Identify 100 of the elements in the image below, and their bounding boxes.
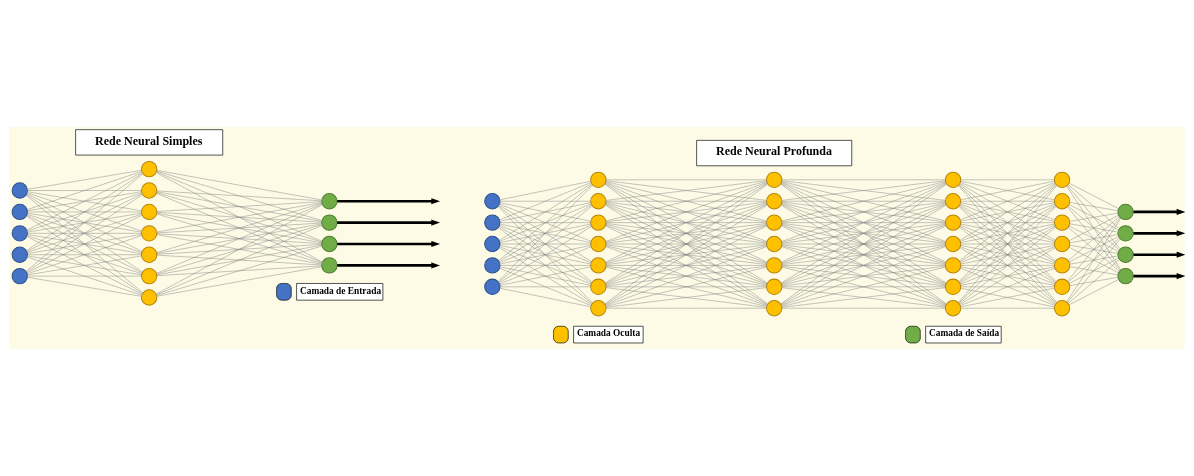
connector [26,235,142,275]
connector [1067,238,1121,303]
node-circle [1117,203,1134,221]
node-box: Rede Neural Simples [75,129,224,156]
node-circle [944,300,962,317]
connector [605,224,768,285]
node-circle [944,257,962,274]
connector [605,307,767,309]
connector [25,194,144,294]
connector [1069,266,1119,276]
arrow [1133,230,1186,237]
node-circle [590,214,607,231]
connector [1068,225,1119,252]
legend-label: Camada de Saída [929,328,1000,339]
connector [1068,227,1120,272]
connector [605,204,768,305]
connector [26,256,142,296]
connector [156,266,322,297]
connector [498,205,593,283]
connector [780,204,947,305]
connector [156,171,323,242]
connector [781,203,946,264]
connector [156,203,323,253]
connector [959,226,1056,284]
connector [960,286,1055,288]
connector [781,201,946,222]
arrow [337,240,440,248]
connector [499,183,592,241]
node-circle [944,171,962,188]
node-circle [590,278,607,295]
connector [1069,234,1119,244]
connector [27,277,142,297]
node-circle [321,235,338,253]
connector [604,183,768,305]
node-circle [11,203,28,221]
connector [781,204,947,284]
connector [960,265,1055,266]
connector [26,171,142,210]
connector [27,255,142,276]
connector [156,191,322,222]
connector [781,266,946,307]
connector [780,183,947,305]
node-circle [944,214,962,231]
connector [156,170,323,221]
connector [500,288,591,308]
legend-label: Camada Oculta [576,328,641,339]
connector [960,201,1055,202]
connector [1068,259,1120,304]
arrow [337,198,440,205]
connector [781,286,946,288]
connector [156,192,323,243]
connector [500,223,591,243]
connector [26,173,143,251]
connector [1067,185,1121,250]
node-circle [141,267,158,285]
connector [156,265,322,276]
connector [1068,204,1119,231]
connector [155,172,323,263]
node-circle [1117,246,1134,263]
connector [605,182,768,242]
node-circle [141,182,158,199]
connector [605,286,767,288]
node-circle [590,193,607,210]
connector [156,223,322,254]
node-circle [1053,257,1071,274]
connector [500,181,591,200]
node-circle [321,257,338,274]
connector [1069,245,1119,254]
connector [781,224,946,285]
connector [1068,237,1120,283]
connector [27,234,142,254]
connector [156,170,322,201]
connector [960,202,1055,222]
connector [27,254,142,255]
connector [27,275,142,277]
connector [26,172,143,231]
arrow [1133,273,1186,280]
connector [781,182,946,242]
connector [26,236,143,295]
node-circle [484,278,501,295]
connector [605,223,767,244]
connector [960,203,1055,242]
connector [500,201,591,202]
connector [156,245,322,276]
connector [959,204,1056,262]
connector [1068,184,1120,229]
node-circle [766,278,783,295]
node-circle [141,203,158,221]
connector [26,192,142,232]
connector [781,179,946,181]
connector [781,225,947,306]
connector [1068,205,1120,251]
connector [1068,182,1119,209]
connector [781,223,946,244]
connector [781,181,946,222]
connector [1066,217,1122,303]
connector [499,226,592,284]
connector [1068,247,1119,273]
connector [781,243,946,245]
connector [500,266,591,286]
